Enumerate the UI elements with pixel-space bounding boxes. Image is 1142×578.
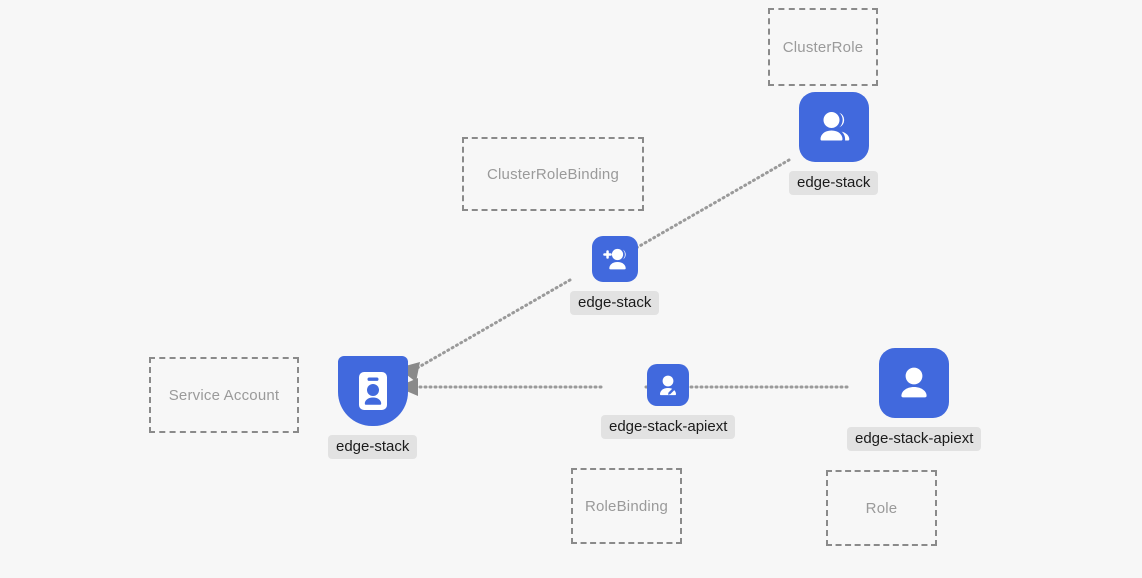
edge-clusterrolebinding-to-serviceaccount: [410, 278, 572, 373]
person-edit-icon: [660, 375, 677, 396]
type-box-label: ClusterRole: [782, 38, 864, 56]
type-box-label: Role: [865, 499, 898, 517]
type-box-clusterrole: ClusterRole: [768, 8, 878, 86]
type-box-role: Role: [826, 470, 937, 546]
node-label: edge-stack: [570, 291, 660, 316]
person-add-icon: [602, 248, 626, 270]
node-label: edge-stack-apiext: [601, 415, 736, 440]
node-icon-clusterrolebinding[interactable]: [591, 236, 638, 282]
id-badge-icon: [358, 372, 387, 410]
type-box-rolebinding: RoleBinding: [571, 468, 682, 544]
node-label: edge-stack: [328, 435, 418, 460]
node-clusterrole[interactable]: edge-stack: [789, 92, 879, 196]
node-icon-serviceaccount[interactable]: [337, 356, 408, 426]
type-box-label: RoleBinding: [584, 497, 669, 515]
node-label: edge-stack-apiext: [847, 427, 982, 452]
node-icon-clusterrole[interactable]: [798, 92, 869, 162]
node-serviceaccount[interactable]: edge-stack: [328, 356, 418, 460]
node-label: edge-stack: [789, 171, 879, 196]
two-people-icon: [820, 112, 849, 141]
node-icon-rolebinding[interactable]: [647, 364, 690, 406]
type-box-clusterrolebinding: ClusterRoleBinding: [462, 137, 644, 211]
node-rolebinding[interactable]: edge-stack-apiext: [601, 364, 736, 440]
node-clusterrolebinding[interactable]: edge-stack: [570, 236, 660, 316]
node-icon-role[interactable]: [879, 348, 950, 418]
node-role[interactable]: edge-stack-apiext: [847, 348, 982, 452]
type-box-serviceaccount: Service Account: [149, 357, 299, 433]
type-box-label: Service Account: [168, 386, 280, 404]
type-box-label: ClusterRoleBinding: [486, 165, 619, 183]
person-icon: [901, 367, 927, 398]
